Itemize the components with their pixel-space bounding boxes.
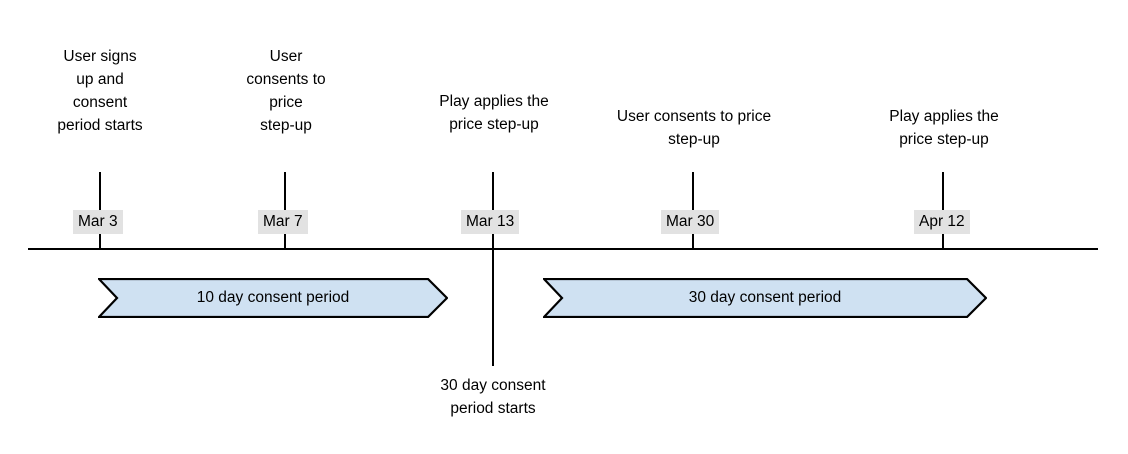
chevron-arrow-icon <box>543 278 987 318</box>
period-banner-10-day-label: 10 day consent period <box>196 289 350 306</box>
chevron-arrow-icon <box>98 278 448 318</box>
event-tick-mar13-extension <box>492 249 494 366</box>
date-chip-apr12: Apr 12 <box>914 210 970 234</box>
date-chip-mar7: Mar 7 <box>258 210 308 234</box>
date-chip-mar3: Mar 3 <box>73 210 123 234</box>
annotation-thirty-day-start: 30 day consent period starts <box>440 377 546 417</box>
event-label-mar30: User consents to price step-up <box>616 108 772 148</box>
date-chip-mar30: Mar 30 <box>661 210 720 234</box>
date-chip-mar13: Mar 13 <box>461 210 520 234</box>
period-banner-30-day-label: 30 day consent period <box>688 289 842 306</box>
period-banner-30-day: 30 day consent period <box>543 278 987 318</box>
period-banner-10-day: 10 day consent period <box>98 278 448 318</box>
event-label-mar13: Play applies the price step-up <box>439 93 549 133</box>
event-label-mar7: User consents to price step-up <box>246 48 326 134</box>
event-label-mar3: User signs up and consent period starts <box>57 48 143 134</box>
timeline-axis <box>28 248 1098 250</box>
event-label-apr12: Play applies the price step-up <box>889 108 999 148</box>
